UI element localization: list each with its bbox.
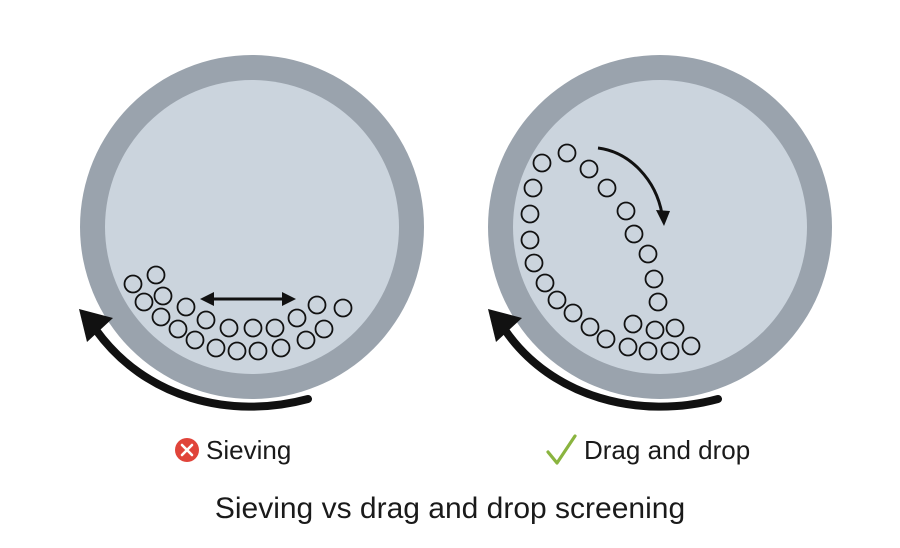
drag-and-drop-label: Drag and drop	[584, 435, 750, 465]
particle	[644, 269, 664, 289]
particle	[681, 336, 701, 356]
particle	[153, 286, 173, 306]
particle	[532, 153, 552, 173]
rotation-arrow-left	[79, 309, 312, 411]
particle	[219, 318, 239, 338]
particle	[638, 244, 658, 264]
particle	[296, 330, 316, 350]
particle	[123, 274, 143, 294]
particle	[520, 204, 540, 224]
drag-and-drop-drum	[488, 55, 832, 399]
particle	[648, 292, 668, 312]
sieving-label-group: Sieving	[175, 435, 291, 465]
figure-caption: Sieving vs drag and drop screening	[215, 492, 685, 525]
particle	[314, 319, 334, 339]
rotation-arrow-right	[488, 309, 722, 411]
particle	[563, 303, 583, 323]
sideways-motion-arrow	[200, 292, 296, 306]
falling-motion-arrow	[597, 146, 670, 226]
particle	[597, 178, 617, 198]
particle	[623, 314, 643, 334]
particle	[557, 143, 577, 163]
particle	[624, 224, 644, 244]
drum-inner	[105, 80, 399, 374]
particle	[535, 273, 555, 293]
particle	[660, 341, 680, 361]
particle	[638, 341, 658, 361]
drag-and-drop-label-group: Drag and drop	[546, 434, 750, 465]
particle	[206, 338, 226, 358]
particle	[134, 292, 154, 312]
particle	[596, 329, 616, 349]
particle-group	[520, 143, 701, 361]
particle	[265, 318, 285, 338]
green-check-icon	[546, 434, 577, 465]
particle	[168, 319, 188, 339]
particle	[307, 295, 327, 315]
particle	[146, 265, 166, 285]
particle	[645, 320, 665, 340]
particle	[185, 330, 205, 350]
particle	[227, 341, 247, 361]
particle	[151, 307, 171, 327]
drum-inner	[513, 80, 807, 374]
particle	[524, 253, 544, 273]
particle	[665, 318, 685, 338]
particle	[580, 317, 600, 337]
x-mark	[180, 443, 194, 457]
particle	[520, 230, 540, 250]
sieving-label: Sieving	[206, 435, 291, 465]
particle	[176, 297, 196, 317]
particle	[248, 341, 268, 361]
particle	[271, 338, 291, 358]
particle	[196, 310, 216, 330]
sieving-drum	[80, 55, 424, 399]
particle	[579, 159, 599, 179]
particle	[333, 298, 353, 318]
particle	[523, 178, 543, 198]
particle	[616, 201, 636, 221]
particle-group	[123, 265, 353, 361]
particle	[547, 290, 567, 310]
particle	[618, 337, 638, 357]
particle	[287, 308, 307, 328]
particle	[243, 318, 263, 338]
